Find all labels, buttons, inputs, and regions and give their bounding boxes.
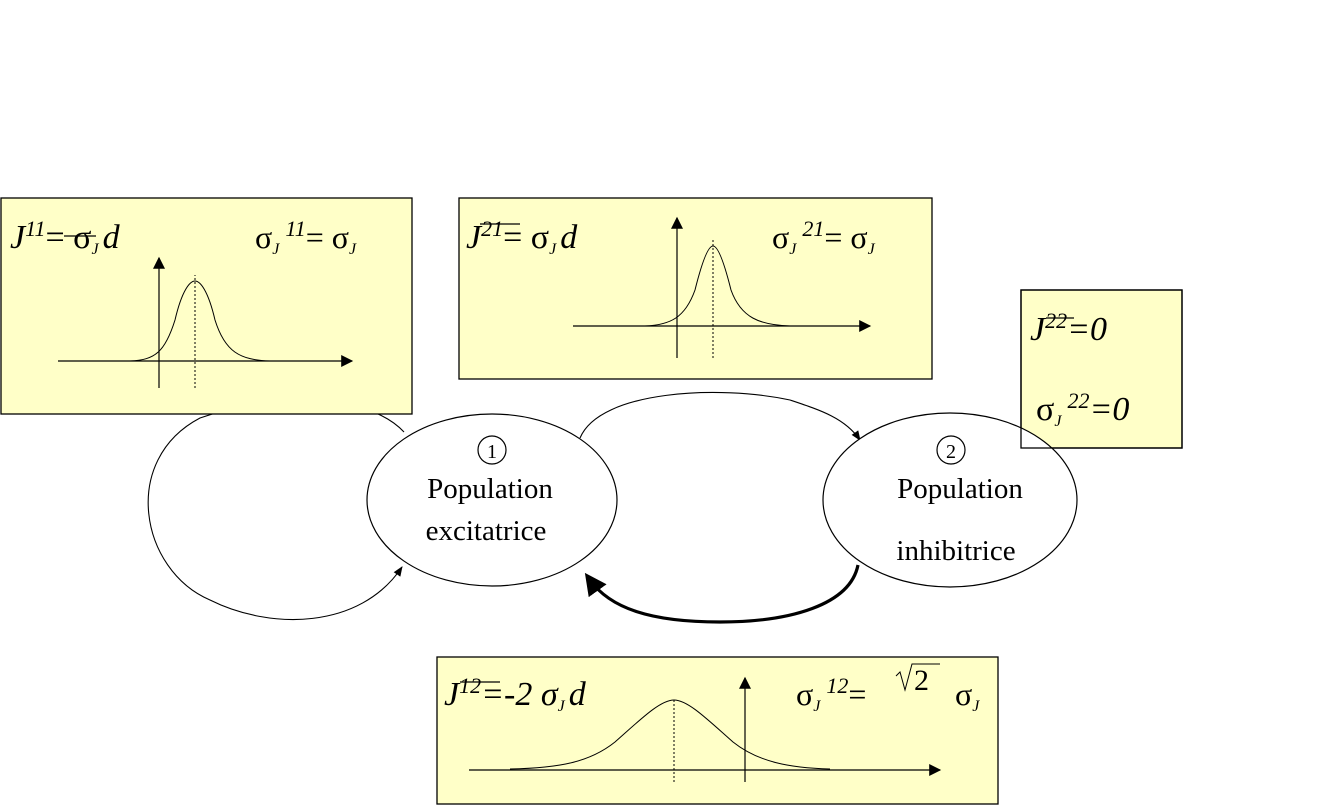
j12-gaussian-curve: [509, 699, 831, 770]
j11-mean-index: 11: [25, 216, 45, 241]
j22-std-eq: =0: [1089, 391, 1129, 428]
j12-std-sigma: σ: [796, 676, 813, 712]
box-j22-front: [1020, 289, 1183, 449]
j12-mean-index: 12: [459, 673, 481, 698]
j21-mean-eq: = σ: [503, 219, 549, 256]
arrow-inhibitory-to-excitatory: [584, 564, 860, 624]
j21-std-eq-sub: J: [868, 241, 876, 258]
j22-mean-eq: =0: [1067, 311, 1107, 348]
population-1-number: 1: [487, 441, 497, 463]
population-2-label-line2: inhibitrice: [896, 535, 1015, 567]
j11-std-eq-sub: J: [349, 241, 357, 258]
j22-std-sub: J: [1054, 413, 1062, 430]
population-1-badge: [477, 435, 507, 465]
svg-text:σJ21= σJ: σJ21= σJ: [772, 216, 876, 258]
box-j22: J22=0 σJ22=0: [1020, 289, 1183, 449]
j22-mean-index: 22: [1045, 308, 1067, 333]
j21-std-sub: J: [789, 241, 797, 258]
j11-std-sub: J: [272, 241, 280, 258]
svg-text:σJ11= σJ: σJ11= σJ: [255, 216, 357, 258]
j11-mean-symbol: J: [10, 219, 27, 256]
j21-mean-sub: J: [549, 241, 557, 258]
j12-std-tail-sub: J: [972, 698, 980, 715]
population-1-label-line2: excitatrice: [426, 515, 547, 547]
j11-gaussian-curve: [129, 280, 271, 362]
j21-std-eq: = σ: [824, 219, 867, 255]
j21-mean-index: 21: [481, 216, 503, 241]
svg-text:σJ: σJ: [955, 676, 980, 715]
population-excitatory: 1 Population excitatrice: [366, 413, 618, 587]
svg-text:J11= σJd: J11= σJd: [10, 216, 121, 258]
j12-std-tail: σ: [955, 676, 972, 712]
j12-mean-sub: J: [558, 698, 566, 715]
population-2-label-line1: Population: [897, 473, 1023, 505]
j22-std-index: 22: [1067, 388, 1089, 413]
j11-std-sigma: σ: [255, 219, 272, 255]
j12-mean-symbol: J: [444, 676, 461, 713]
arrow-excitatory-to-inhibitory: [579, 391, 861, 441]
j12-std-sub: J: [813, 698, 821, 715]
svg-text:σJ22=0: σJ 22=0: [1036, 388, 1129, 430]
j22-std-sigma: σ: [1036, 391, 1054, 428]
j21-gaussian-curve: [644, 245, 791, 327]
j11-mean-sub: J: [91, 241, 99, 258]
j21-mean-symbol: J: [466, 219, 483, 256]
j21-std-index: 21: [802, 216, 824, 241]
j21-std-sigma: σ: [772, 219, 789, 255]
j11-mean-eq: = σ: [45, 219, 91, 256]
j11-mean-d: d: [103, 219, 121, 256]
population-2-badge: [936, 435, 966, 465]
svg-text:J22=0: J22=0: [1030, 308, 1107, 348]
population-inhibitory: 2 Population inhibitrice: [822, 412, 1078, 588]
j11-std-eq: = σ: [306, 219, 349, 255]
j12-std-eq: =: [848, 676, 866, 712]
j12-sqrt-arg: 2: [914, 664, 929, 697]
svg-text:J12=-2 σJd: J12=-2 σJd: [444, 673, 587, 715]
svg-text:σJ12=: σJ 12=: [796, 673, 866, 715]
self-loop-arrow-excitatory: [147, 399, 405, 620]
svg-text:J21= σJd: J21= σJd: [466, 216, 578, 258]
population-1-label-line1: Population: [427, 473, 553, 505]
j22-mean-symbol: J: [1030, 311, 1047, 348]
population-2-number: 2: [946, 441, 956, 463]
j12-std-index: 12: [826, 673, 848, 698]
j12-sqrt-sign: [895, 663, 940, 692]
j11-std-index: 11: [285, 216, 305, 241]
j12-mean-d: d: [569, 676, 587, 713]
j21-mean-d: d: [560, 219, 578, 256]
